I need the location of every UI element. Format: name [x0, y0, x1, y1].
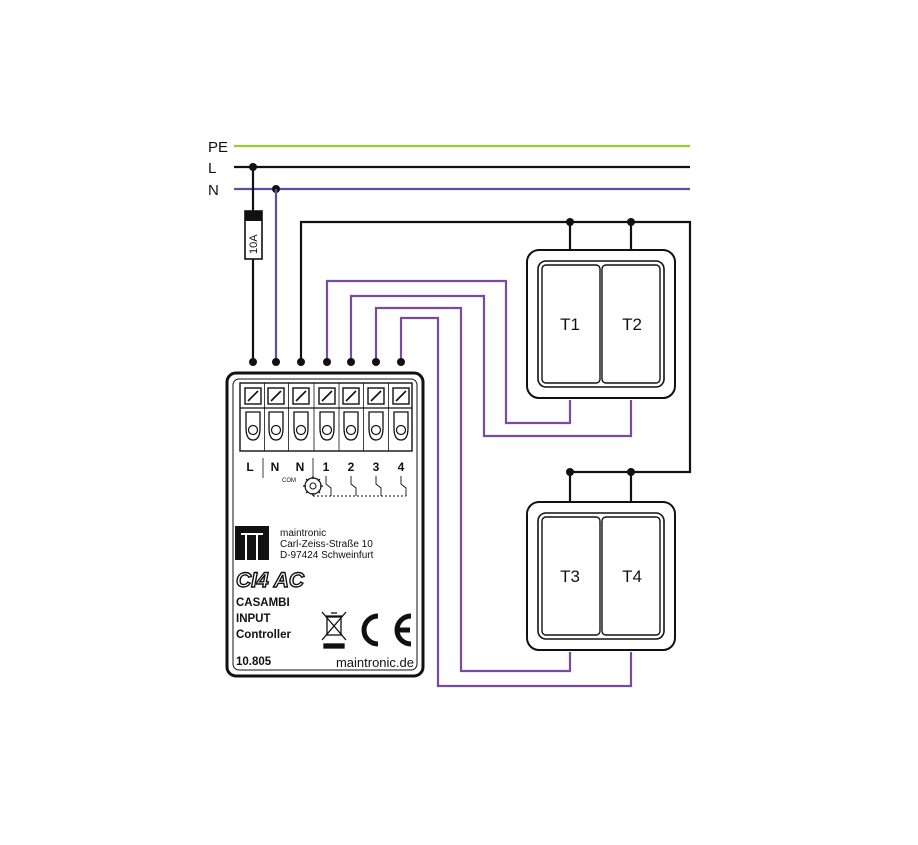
maintronic-logo-icon — [235, 526, 269, 560]
terminal-screw-icon — [367, 387, 385, 441]
controller-inner-frame — [232, 378, 418, 671]
description-line-2: INPUT — [236, 613, 271, 625]
terminal-screw-icon — [244, 387, 262, 441]
input-4-wire — [399, 316, 633, 688]
terminal-label-3: 3 — [373, 460, 380, 474]
model-name: CI4 AC — [236, 569, 305, 592]
terminal-screw-icon — [342, 387, 360, 441]
com-label: COM — [282, 478, 296, 484]
input-wires — [325, 279, 633, 688]
t1-junction-dot — [566, 218, 574, 226]
switch-panel-1: T1 T2 — [526, 249, 676, 399]
terminal-screw-icon — [318, 387, 336, 441]
t4-junction-dot — [627, 468, 635, 476]
manufacturer-city: D-97424 Schweinfurt — [280, 550, 374, 561]
contact-symbol-2 — [350, 476, 357, 496]
description-line-3: Controller — [236, 629, 291, 641]
fuse-branch: 10A — [244, 167, 263, 362]
part-number: 10.805 — [236, 656, 272, 668]
terminal-label-n1: N — [271, 460, 280, 474]
switch-label-t3: T3 — [560, 567, 580, 586]
terminal-screw-icon — [292, 387, 310, 441]
contact-symbol-1 — [325, 476, 332, 496]
switch-label-t4: T4 — [622, 567, 642, 586]
switch-label-t1: T1 — [560, 315, 580, 334]
terminal-dot-n2 — [297, 358, 305, 366]
contact-symbol-4 — [400, 476, 407, 496]
terminal-labels: L N N 1 2 3 4 COM — [246, 458, 405, 484]
contact-symbol-3 — [375, 476, 382, 496]
switch-rocker-t3[interactable] — [541, 516, 601, 636]
website: maintronic.de — [336, 655, 414, 670]
switch-rocker-t4[interactable] — [601, 516, 661, 636]
description-line-1: CASAMBI — [236, 597, 290, 609]
input-contact-symbols — [313, 476, 407, 497]
supply-rails: PE L N — [208, 139, 690, 199]
input-3-wire — [374, 306, 572, 673]
input-2-wire — [349, 294, 633, 438]
switch-rocker-t1[interactable] — [541, 264, 601, 384]
terminal-label-n2: N — [296, 460, 305, 474]
pe-rail-label: PE — [208, 139, 228, 156]
terminal-dot-n1 — [272, 358, 280, 366]
t2-junction-dot — [627, 218, 635, 226]
terminal-dots — [249, 358, 405, 366]
terminal-screw-icon — [267, 387, 285, 441]
fuse-label: 10A — [248, 234, 260, 254]
l-rail-label: L — [208, 160, 216, 177]
ce-mark-icon — [361, 613, 412, 647]
terminal-dot-1 — [323, 358, 331, 366]
terminal-dot-2 — [347, 358, 355, 366]
common-return-wire — [299, 220, 692, 474]
terminal-screw-icon — [392, 387, 410, 441]
manufacturer-name: maintronic — [280, 528, 326, 539]
switch-panel-2: T3 T4 — [526, 501, 676, 651]
n-rail-label: N — [208, 182, 219, 199]
terminal-dot-l — [249, 358, 257, 366]
fuse-cap-top — [245, 211, 262, 221]
switch-rocker-t2[interactable] — [601, 264, 661, 384]
terminal-dot-4 — [397, 358, 405, 366]
switch-label-t2: T2 — [622, 315, 642, 334]
terminal-label-4: 4 — [398, 460, 405, 474]
terminal-block — [239, 382, 413, 452]
manufacturer-street: Carl-Zeiss-Straße 10 — [280, 539, 373, 550]
terminal-label-l: L — [246, 460, 253, 474]
input-1-wire — [325, 279, 572, 425]
controller-module: L N N 1 2 3 4 COM — [225, 371, 425, 678]
weee-bin-icon — [321, 611, 347, 649]
t3-junction-dot — [566, 468, 574, 476]
terminal-label-1: 1 — [323, 460, 330, 474]
terminal-label-2: 2 — [348, 460, 355, 474]
terminal-dot-3 — [372, 358, 380, 366]
gear-icon — [303, 476, 323, 496]
